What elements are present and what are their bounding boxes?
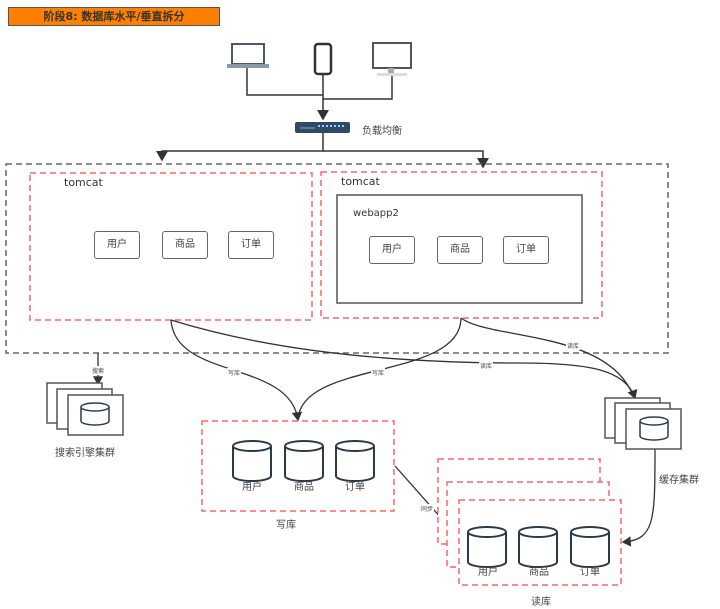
- tomcat1-service-order: 订单: [228, 231, 274, 259]
- edge-label-sync: 同步: [420, 504, 435, 513]
- read-db-table-product: 商品: [529, 567, 549, 578]
- edge-label-write1: 写库: [227, 368, 242, 377]
- tomcat2-service-product: 商品: [437, 236, 483, 264]
- cache-cluster-icon: [604, 397, 682, 450]
- desktop-icon: [372, 42, 412, 76]
- laptop-icon: [227, 43, 269, 68]
- write-db-table-product: 商品: [294, 482, 314, 493]
- edge-read1: [460, 317, 635, 399]
- page-title: 阶段8: 数据库水平/垂直拆分: [8, 7, 220, 26]
- tomcat-2-label: tomcat: [341, 175, 380, 188]
- load-balancer-icon: [295, 122, 350, 133]
- tomcat-1-label: tomcat: [64, 176, 103, 189]
- read-db-cylinders: [467, 526, 610, 568]
- edge-cache-read: [621, 446, 656, 547]
- edge-label-search: 搜索: [91, 366, 106, 375]
- write-db-label: 写库: [276, 520, 296, 531]
- edge-label-read2: 读库: [566, 341, 581, 350]
- tomcat-2-box: [320, 171, 603, 319]
- database-cylinder-icon: [232, 440, 272, 482]
- read-db-table-order: 订单: [580, 567, 600, 578]
- load-balancer-label: 负载均衡: [362, 126, 402, 137]
- search-cluster-icon: [46, 382, 124, 436]
- database-cylinder-icon: [518, 526, 558, 568]
- database-cylinder-icon: [467, 526, 507, 568]
- database-cylinder-icon: [570, 526, 610, 568]
- webapp2-label: webapp2: [353, 208, 399, 219]
- write-db-table-user: 用户: [242, 482, 262, 493]
- lb-connectors: [156, 133, 489, 169]
- database-cylinder-icon: [284, 440, 324, 482]
- tomcat1-service-user: 用户: [94, 231, 140, 259]
- tomcat2-service-user: 用户: [369, 236, 415, 264]
- write-db-cylinders: [232, 440, 375, 482]
- read-db-label: 读库: [531, 597, 551, 608]
- edge-label-write2: 写库: [371, 368, 386, 377]
- client-connectors: [246, 68, 393, 121]
- cache-cluster-label: 缓存集群: [659, 475, 699, 486]
- database-cylinder-icon: [335, 440, 375, 482]
- phone-icon: [313, 42, 333, 76]
- tomcat1-service-product: 商品: [162, 231, 208, 259]
- read-db-table-user: 用户: [478, 567, 498, 578]
- edge-label-read1: 读库: [479, 361, 494, 370]
- search-cluster-label: 搜索引擎集群: [55, 448, 115, 459]
- tomcat2-service-order: 订单: [503, 236, 549, 264]
- edge-read2: [170, 319, 638, 400]
- write-db-table-order: 订单: [345, 482, 365, 493]
